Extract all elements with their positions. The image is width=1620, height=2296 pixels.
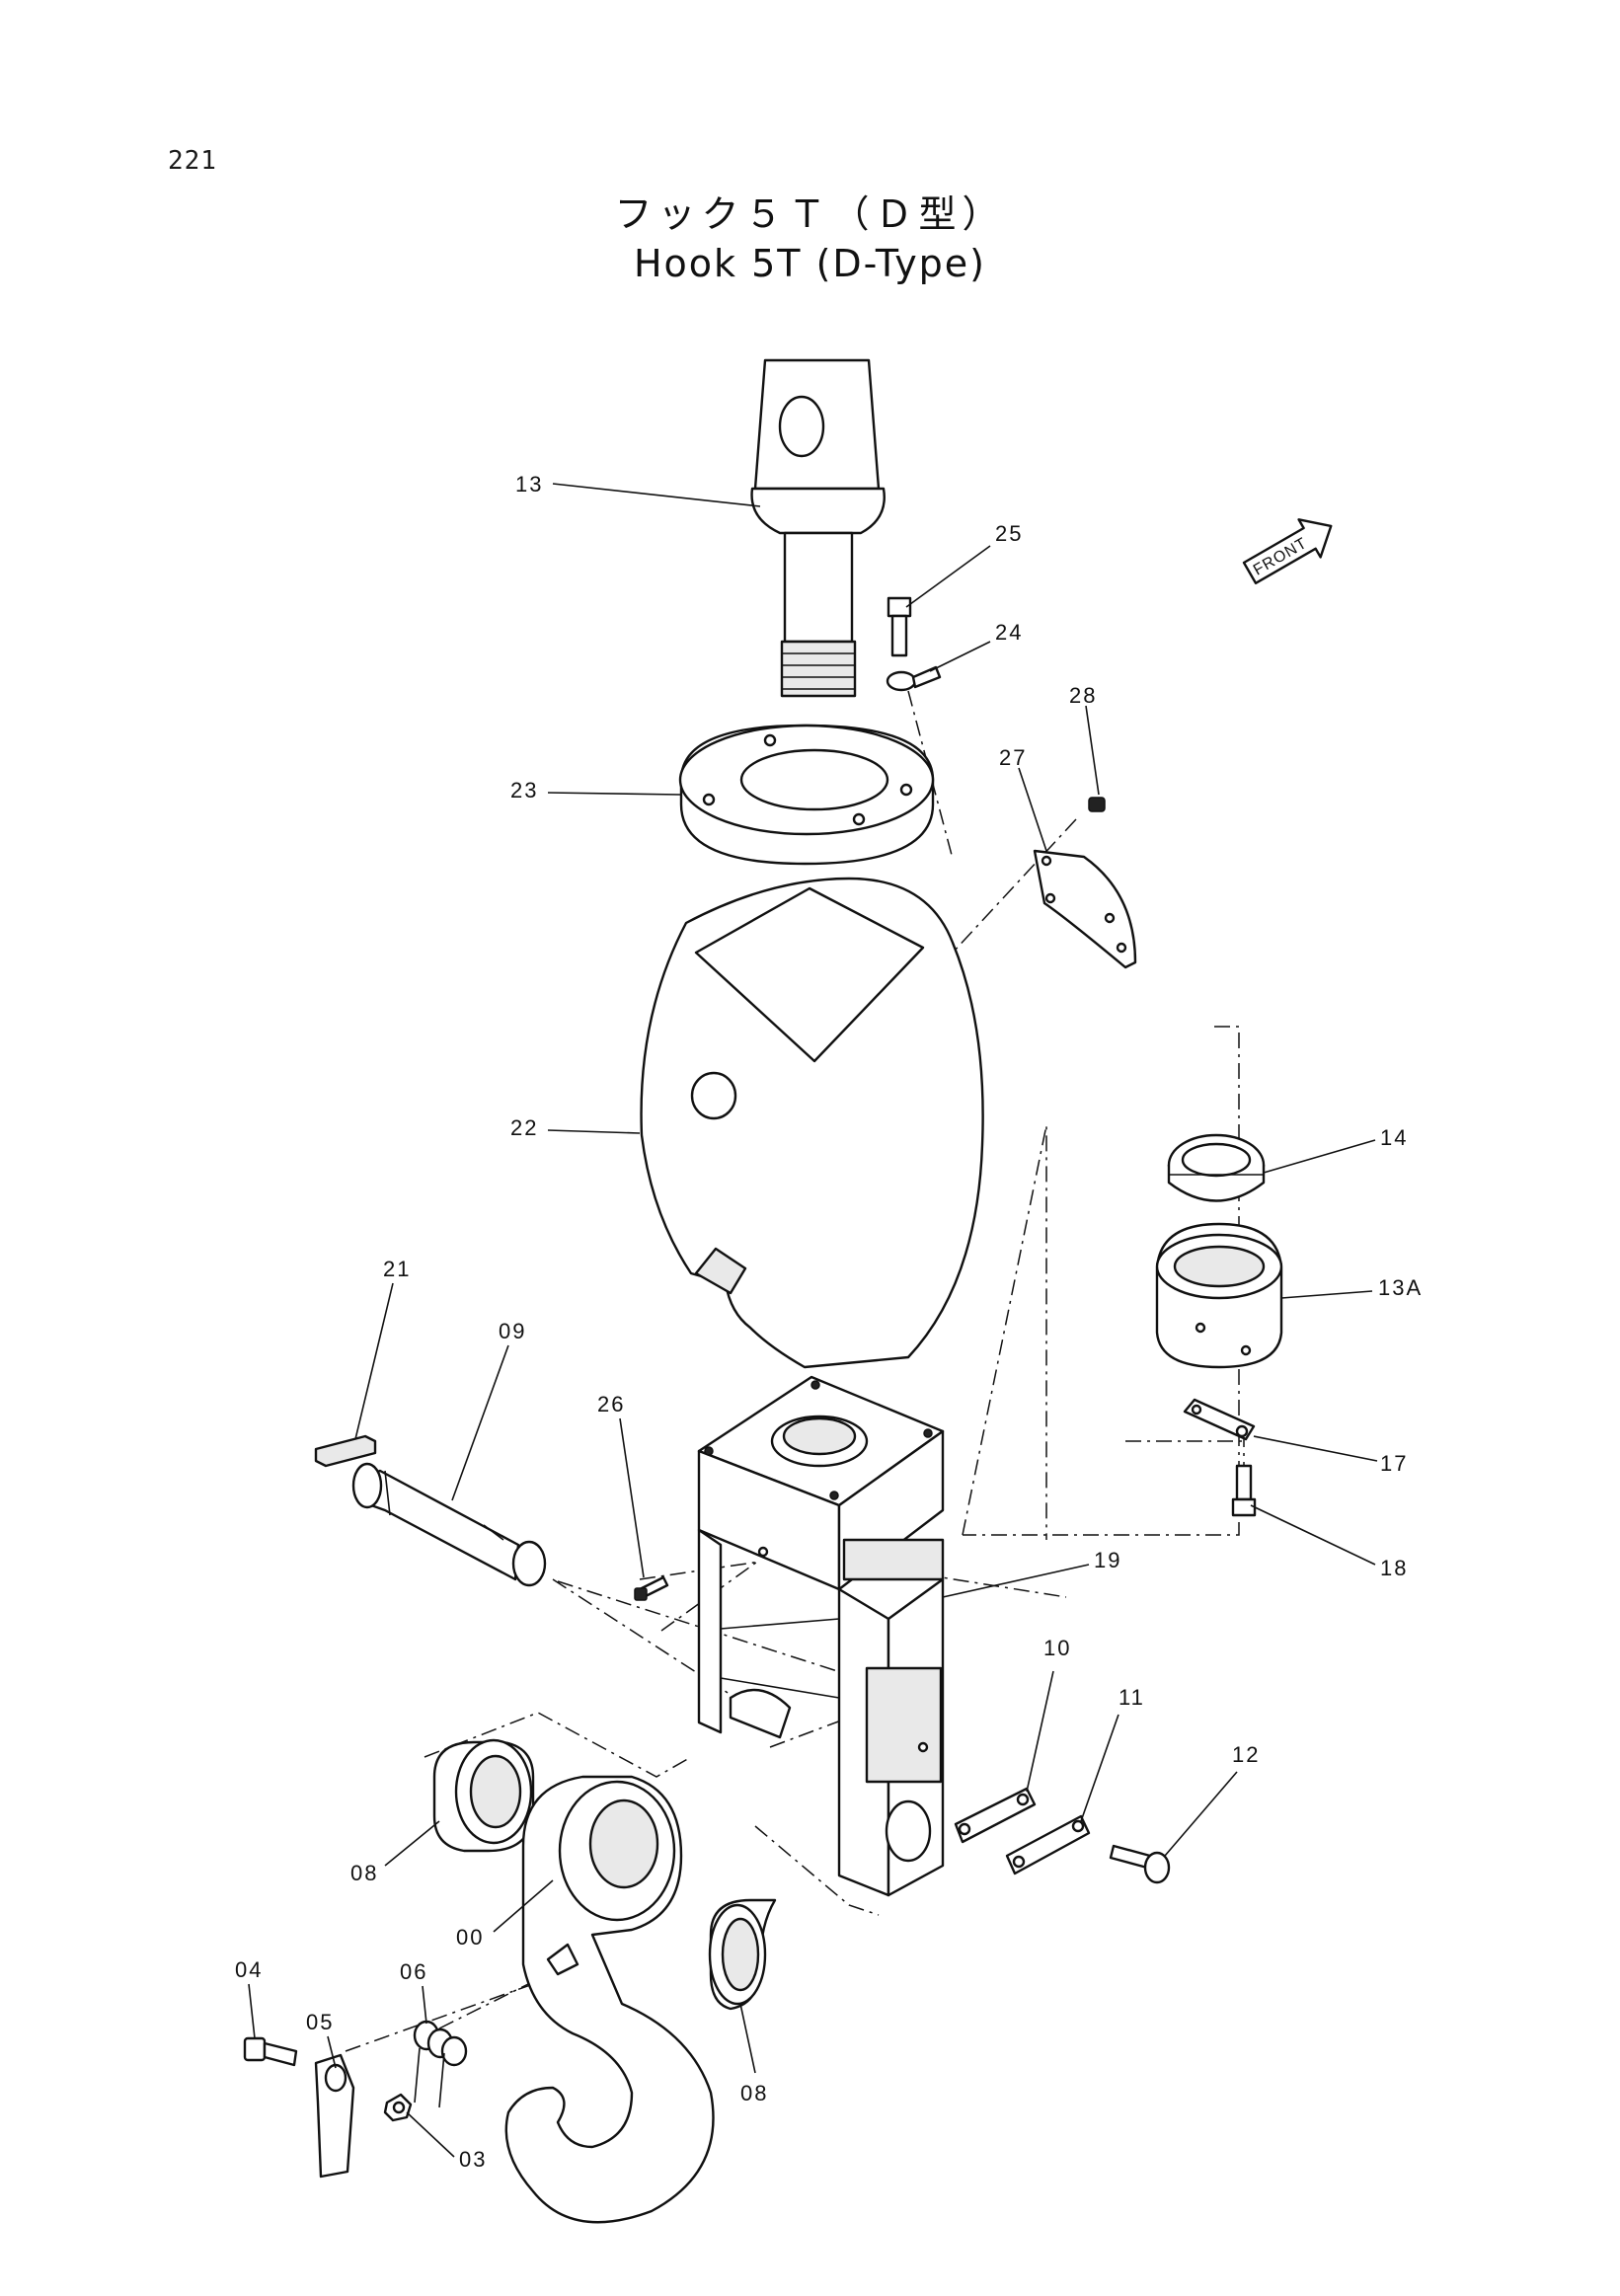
front-direction-arrow: FRONT	[1242, 518, 1333, 584]
label-19: 19	[1094, 1548, 1121, 1572]
part-11-lock-plate	[1005, 1814, 1091, 1875]
part-00-hook	[504, 1775, 715, 2224]
label-03: 03	[459, 2147, 487, 2172]
title-japanese: フック５Ｔ（Ｄ型）	[614, 192, 1006, 236]
label-11: 11	[1119, 1685, 1145, 1710]
part-08-bush-left	[432, 1738, 535, 1853]
label-17: 17	[1380, 1451, 1408, 1476]
label-06: 06	[400, 1959, 427, 1984]
part-03-nut	[383, 2093, 413, 2122]
label-21: 21	[383, 1257, 411, 1281]
part-22-hook-cover	[640, 877, 984, 1369]
part-24-lock-washer	[886, 665, 942, 692]
label-09: 09	[499, 1319, 526, 1343]
page-number: 221	[168, 146, 217, 176]
part-13a-hook-nut	[1155, 1222, 1283, 1369]
part-28-grease-nipple	[1088, 797, 1106, 812]
part-17-lock-plate	[1183, 1398, 1256, 1441]
part-08-bush-right	[708, 1898, 777, 2011]
title-english: Hook 5T (D-Type)	[633, 242, 987, 285]
label-13a: 13A	[1378, 1275, 1423, 1300]
label-04: 04	[235, 1957, 263, 1982]
part-10-lock-plate	[954, 1787, 1037, 1844]
label-28: 28	[1069, 683, 1097, 708]
label-12: 12	[1232, 1742, 1260, 1767]
part-09-pin	[351, 1462, 547, 1587]
part-19-yoke-frame	[697, 1375, 945, 1897]
part-23-ring-plate	[678, 724, 935, 866]
label-22: 22	[510, 1115, 538, 1140]
part-14-thrust-bearing	[1167, 1133, 1266, 1202]
part-06-spring	[413, 2020, 468, 2108]
part-21-key	[314, 1434, 377, 1468]
part-05-latch	[314, 2053, 355, 2179]
part-number-labels: 13 25 24 28 27 23 22 14 13A 21 09 26 17 …	[235, 472, 1423, 2172]
label-08-right: 08	[740, 2081, 768, 2105]
part-13-eye-shank	[750, 358, 886, 698]
label-18: 18	[1380, 1556, 1408, 1580]
part-18-bolt	[1231, 1464, 1257, 1517]
label-24: 24	[995, 620, 1023, 645]
label-23: 23	[510, 778, 538, 803]
part-04-bolt	[243, 2036, 298, 2067]
part-27-cover-plate	[1033, 849, 1137, 969]
label-08-left: 08	[350, 1861, 378, 1885]
part-12-bolt	[1109, 1844, 1171, 1884]
label-13: 13	[515, 472, 543, 497]
label-00: 00	[456, 1925, 484, 1950]
label-14: 14	[1380, 1125, 1408, 1150]
leader-lines	[248, 483, 1378, 2158]
part-25-bolt	[887, 596, 912, 657]
label-26: 26	[597, 1392, 625, 1416]
label-10: 10	[1043, 1636, 1071, 1660]
label-05: 05	[306, 2010, 334, 2034]
part-26-grease-nipple	[634, 1575, 669, 1601]
label-27: 27	[999, 745, 1027, 770]
label-25: 25	[995, 521, 1023, 546]
